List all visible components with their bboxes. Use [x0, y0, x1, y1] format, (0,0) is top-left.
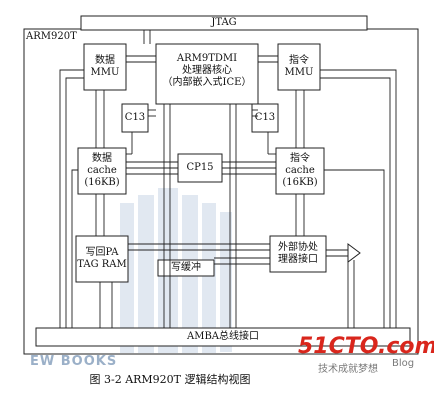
data-mmu-box: [83, 43, 127, 91]
watermark-left: EW BOOKS: [30, 354, 118, 369]
coproc-iface-box: [269, 235, 327, 273]
core-box: [155, 43, 259, 105]
c13-right-box: [251, 103, 279, 133]
amba-label: AMBA总线接口: [186, 331, 260, 342]
bus-lines: [59, 30, 397, 328]
write-buffer-box: [157, 259, 215, 277]
watermark-blog: Blog: [392, 358, 415, 369]
cp15-label: CP15: [186, 162, 214, 173]
coproc-output-arrow: [326, 243, 361, 263]
core-label: ARM9TDMI 处理器核心 （内部嵌入式ICE）: [162, 53, 252, 88]
write-buffer-label: 写缓冲: [171, 262, 201, 273]
c13-left-label: C13: [124, 112, 146, 123]
data-mmu-label: 数据 MMU: [90, 55, 120, 78]
amba-box: [35, 327, 411, 347]
jtag-label: JTAG: [211, 17, 237, 28]
writeback-label: 写回PA TAG RAM: [77, 247, 127, 270]
outer-label: ARM920T: [26, 31, 77, 42]
instr-cache-box: [275, 147, 325, 195]
instr-mmu-box: [277, 43, 321, 91]
jtag-box: [80, 15, 368, 31]
instr-cache-label: 指令 cache (16KB): [282, 153, 318, 188]
writeback-box: [75, 235, 129, 283]
cp15-box: [177, 153, 223, 183]
instr-mmu-label: 指令 MMU: [284, 55, 314, 78]
figure-caption: 图 3-2 ARM920T 逻辑结构视图: [89, 373, 251, 386]
data-cache-label: 数据 cache (16KB): [84, 153, 120, 188]
coproc-iface-label: 外部协处 理器接口: [278, 242, 318, 265]
data-cache-box: [77, 147, 127, 195]
c13-left-box: [121, 103, 149, 133]
c13-right-label: C13: [254, 112, 276, 123]
watermark-brand: 51CTO.com: [298, 334, 434, 359]
watermark-sub: 技术成就梦想: [318, 364, 378, 375]
